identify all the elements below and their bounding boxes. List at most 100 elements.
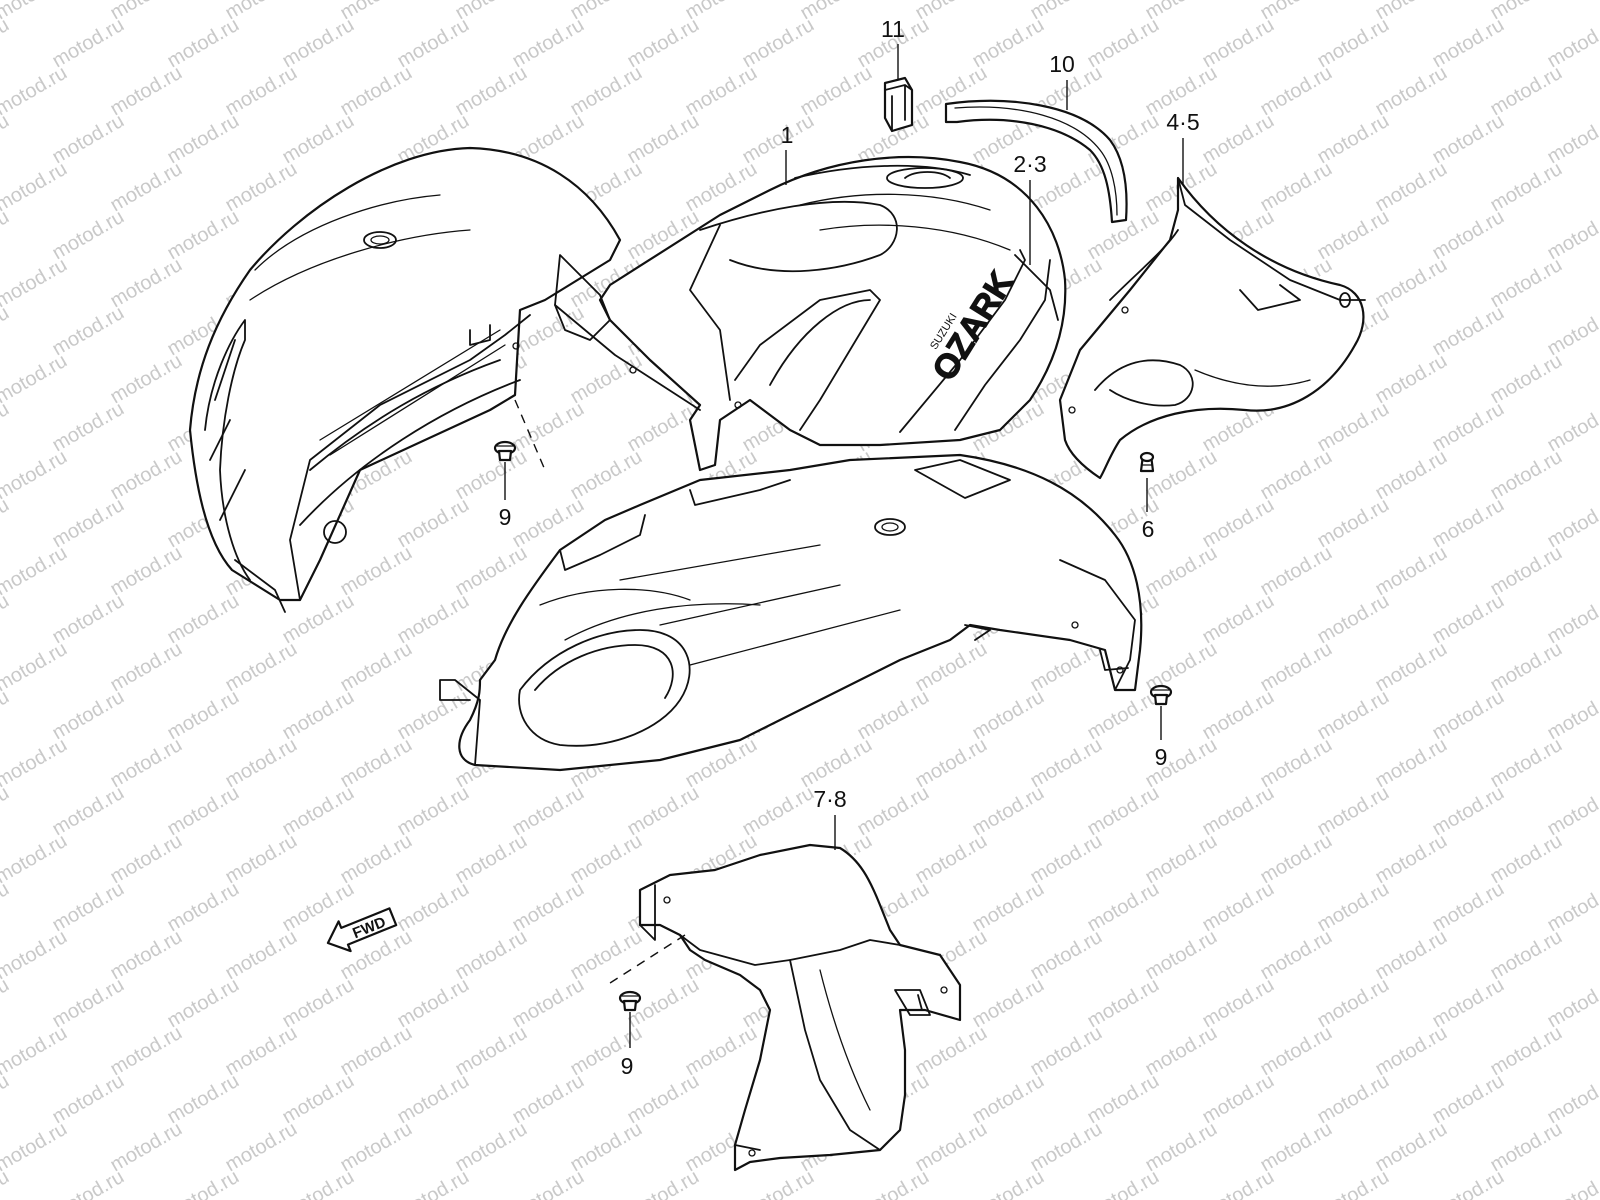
watermark-text: motod.ru xyxy=(1142,1022,1221,1081)
watermark-text: motod.ru xyxy=(1487,254,1566,313)
watermark-text: motod.ru xyxy=(0,1022,71,1081)
callout-4-5: 4·5 xyxy=(1166,109,1199,135)
watermark-text: motod.ru xyxy=(452,926,531,985)
callout-10: 10 xyxy=(1049,51,1075,77)
watermark-text: motod.ru xyxy=(1257,638,1336,697)
callout-1: 1 xyxy=(781,122,794,148)
watermark-text: motod.ru xyxy=(567,446,646,505)
watermark-text: motod.ru xyxy=(337,734,416,793)
callout-7-8: 7·8 xyxy=(813,786,846,812)
watermark-text: motod.ru xyxy=(107,734,186,793)
watermark-text: motod.ru xyxy=(1372,158,1451,217)
watermark-text: motod.ru xyxy=(1372,62,1451,121)
watermark-text: motod.ru xyxy=(222,62,301,121)
watermark-text: motod.ru xyxy=(452,542,531,601)
watermark-text: motod.ru xyxy=(1487,446,1566,505)
watermark-text: motod.ru xyxy=(854,1166,933,1200)
watermark-text: motod.ru xyxy=(452,62,531,121)
front-cover xyxy=(554,155,1067,472)
watermark-text: motod.ru xyxy=(1487,830,1566,889)
clip-fastener xyxy=(1139,451,1155,473)
watermark-text: motod.ru xyxy=(107,830,186,889)
watermark-text: motod.ru xyxy=(912,734,991,793)
watermark-text: motod.ru xyxy=(1027,1022,1106,1081)
watermark-text: motod.ru xyxy=(1487,62,1566,121)
watermark-text: motod.ru xyxy=(1372,350,1451,409)
watermark-text: motod.ru xyxy=(337,1118,416,1177)
watermark-text: motod.ru xyxy=(1257,1118,1336,1177)
watermark-text: motod.ru xyxy=(912,830,991,889)
watermark-text: motod.ru xyxy=(0,446,71,505)
watermark-text: motod.ru xyxy=(1372,1118,1451,1177)
watermark-text: motod.ru xyxy=(1487,158,1566,217)
watermark-text: motod.ru xyxy=(1257,926,1336,985)
watermark-text: motod.ru xyxy=(1257,1022,1336,1081)
watermark-text: motod.ru xyxy=(0,782,13,841)
watermark-text: motod.ru xyxy=(0,398,13,457)
watermark-text: motod.ru xyxy=(0,926,71,985)
watermark-text: motod.ru xyxy=(1142,830,1221,889)
watermark-text: motod.ru xyxy=(682,1022,761,1081)
callout-9-left: 9 xyxy=(499,504,512,530)
watermark-text: motod.ru xyxy=(509,1166,588,1200)
watermark-text: motod.ru xyxy=(1314,1166,1393,1200)
rear-fender xyxy=(439,453,1143,772)
callout-9-lower: 9 xyxy=(621,1053,634,1079)
watermark-text: motod.ru xyxy=(0,254,71,313)
watermark-text: motod.ru xyxy=(1257,542,1336,601)
watermark-text: motod.ru xyxy=(107,542,186,601)
trim-strip xyxy=(944,99,1128,224)
watermark-text: motod.ru xyxy=(1027,926,1106,985)
watermark-text: motod.ru xyxy=(452,1118,531,1177)
watermark-text: motod.ru xyxy=(49,1166,128,1200)
watermark-text: motod.ru xyxy=(337,638,416,697)
watermark-text: motod.ru xyxy=(1084,1166,1163,1200)
watermark-text: motod.ru xyxy=(1257,830,1336,889)
watermark-text: motod.ru xyxy=(0,974,13,1033)
watermark-text: motod.ru xyxy=(452,446,531,505)
watermark-text: motod.ru xyxy=(0,14,13,73)
watermark-text: motod.ru xyxy=(0,1070,13,1129)
watermark-text: motod.ru xyxy=(0,110,13,169)
watermark-text: motod.ru xyxy=(0,638,71,697)
watermark-text: motod.ru xyxy=(567,62,646,121)
watermark-text: motod.ru xyxy=(1487,638,1566,697)
watermark-text: motod.ru xyxy=(452,830,531,889)
watermark-text: motod.ru xyxy=(1372,926,1451,985)
watermark-text: motod.ru xyxy=(337,830,416,889)
watermark-text: motod.ru xyxy=(567,1022,646,1081)
watermark-text: motod.ru xyxy=(797,62,876,121)
watermark-text: motod.ru xyxy=(682,62,761,121)
watermark-text: motod.ru xyxy=(0,494,13,553)
watermark-text: motod.ru xyxy=(107,158,186,217)
watermark-text: motod.ru xyxy=(107,638,186,697)
watermark-text: motod.ru xyxy=(1257,734,1336,793)
watermark-text: motod.ru xyxy=(969,1166,1048,1200)
front-fender-left xyxy=(188,146,622,613)
watermark-text: motod.ru xyxy=(1257,158,1336,217)
watermark-text: motod.ru xyxy=(394,1166,473,1200)
watermark-text: motod.ru xyxy=(1372,1022,1451,1081)
bolt-lower xyxy=(618,990,642,1012)
watermark-text: motod.ru xyxy=(1142,542,1221,601)
watermark-text: motod.ru xyxy=(107,1118,186,1177)
callout-11: 11 xyxy=(881,16,905,42)
watermark-text: motod.ru xyxy=(337,1022,416,1081)
watermark-text: motod.ru xyxy=(1142,1118,1221,1177)
bolt-right xyxy=(1149,684,1173,706)
watermark-text: motod.ru xyxy=(567,830,646,889)
watermark-text: motod.ru xyxy=(1487,734,1566,793)
leader-lines xyxy=(504,44,1184,1048)
watermark-text: motod.ru xyxy=(0,878,13,937)
watermark-text: motod.ru xyxy=(452,1022,531,1081)
watermark-text: motod.ru xyxy=(739,1166,818,1200)
watermark-text: motod.ru xyxy=(0,830,71,889)
watermark-text: motod.ru xyxy=(0,62,71,121)
watermark-text: motod.ru xyxy=(0,686,13,745)
mud-guard xyxy=(638,843,962,1172)
watermark-text: motod.ru xyxy=(1142,446,1221,505)
watermark-text: motod.ru xyxy=(337,62,416,121)
watermark-text: motod.ru xyxy=(0,158,71,217)
watermark-text: motod.ru xyxy=(222,158,301,217)
